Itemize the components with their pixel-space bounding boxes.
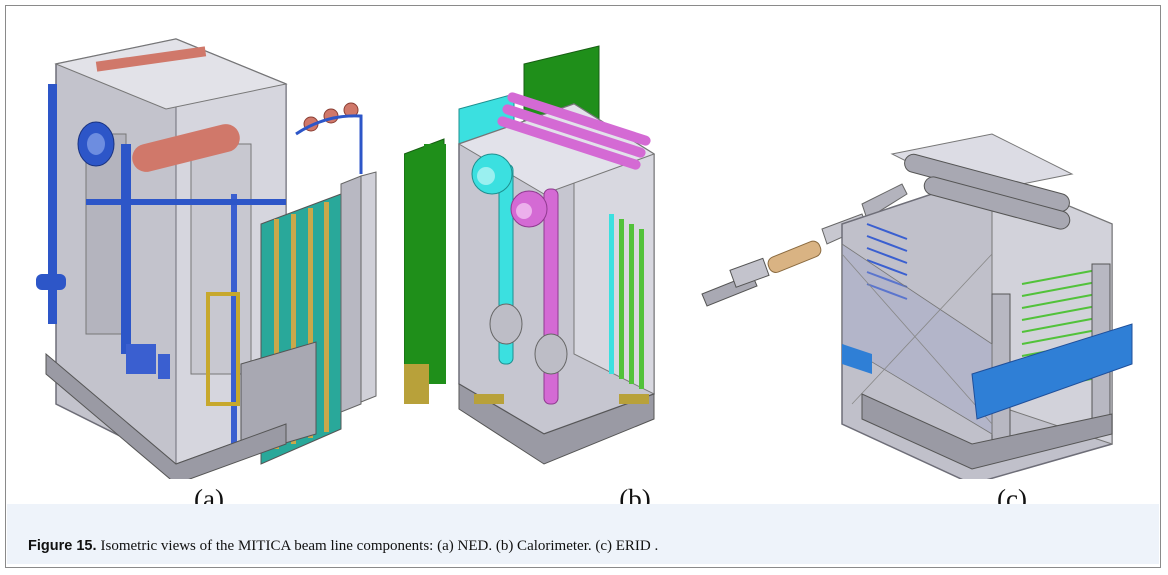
panel-b-calorimeter-image — [404, 24, 669, 479]
panel-a-ned-image — [26, 24, 381, 479]
figure-label: Figure 15. — [28, 538, 97, 554]
figure-caption: Figure 15.Isometric views of the MITICA … — [28, 538, 658, 555]
figure-frame: (a) (b) (c) Figure 15.Isometric views of… — [5, 5, 1161, 568]
caption-text: Isometric views of the MITICA beam line … — [100, 538, 659, 554]
caption-background — [7, 504, 1159, 564]
panel-c-erid-image — [692, 24, 1142, 479]
